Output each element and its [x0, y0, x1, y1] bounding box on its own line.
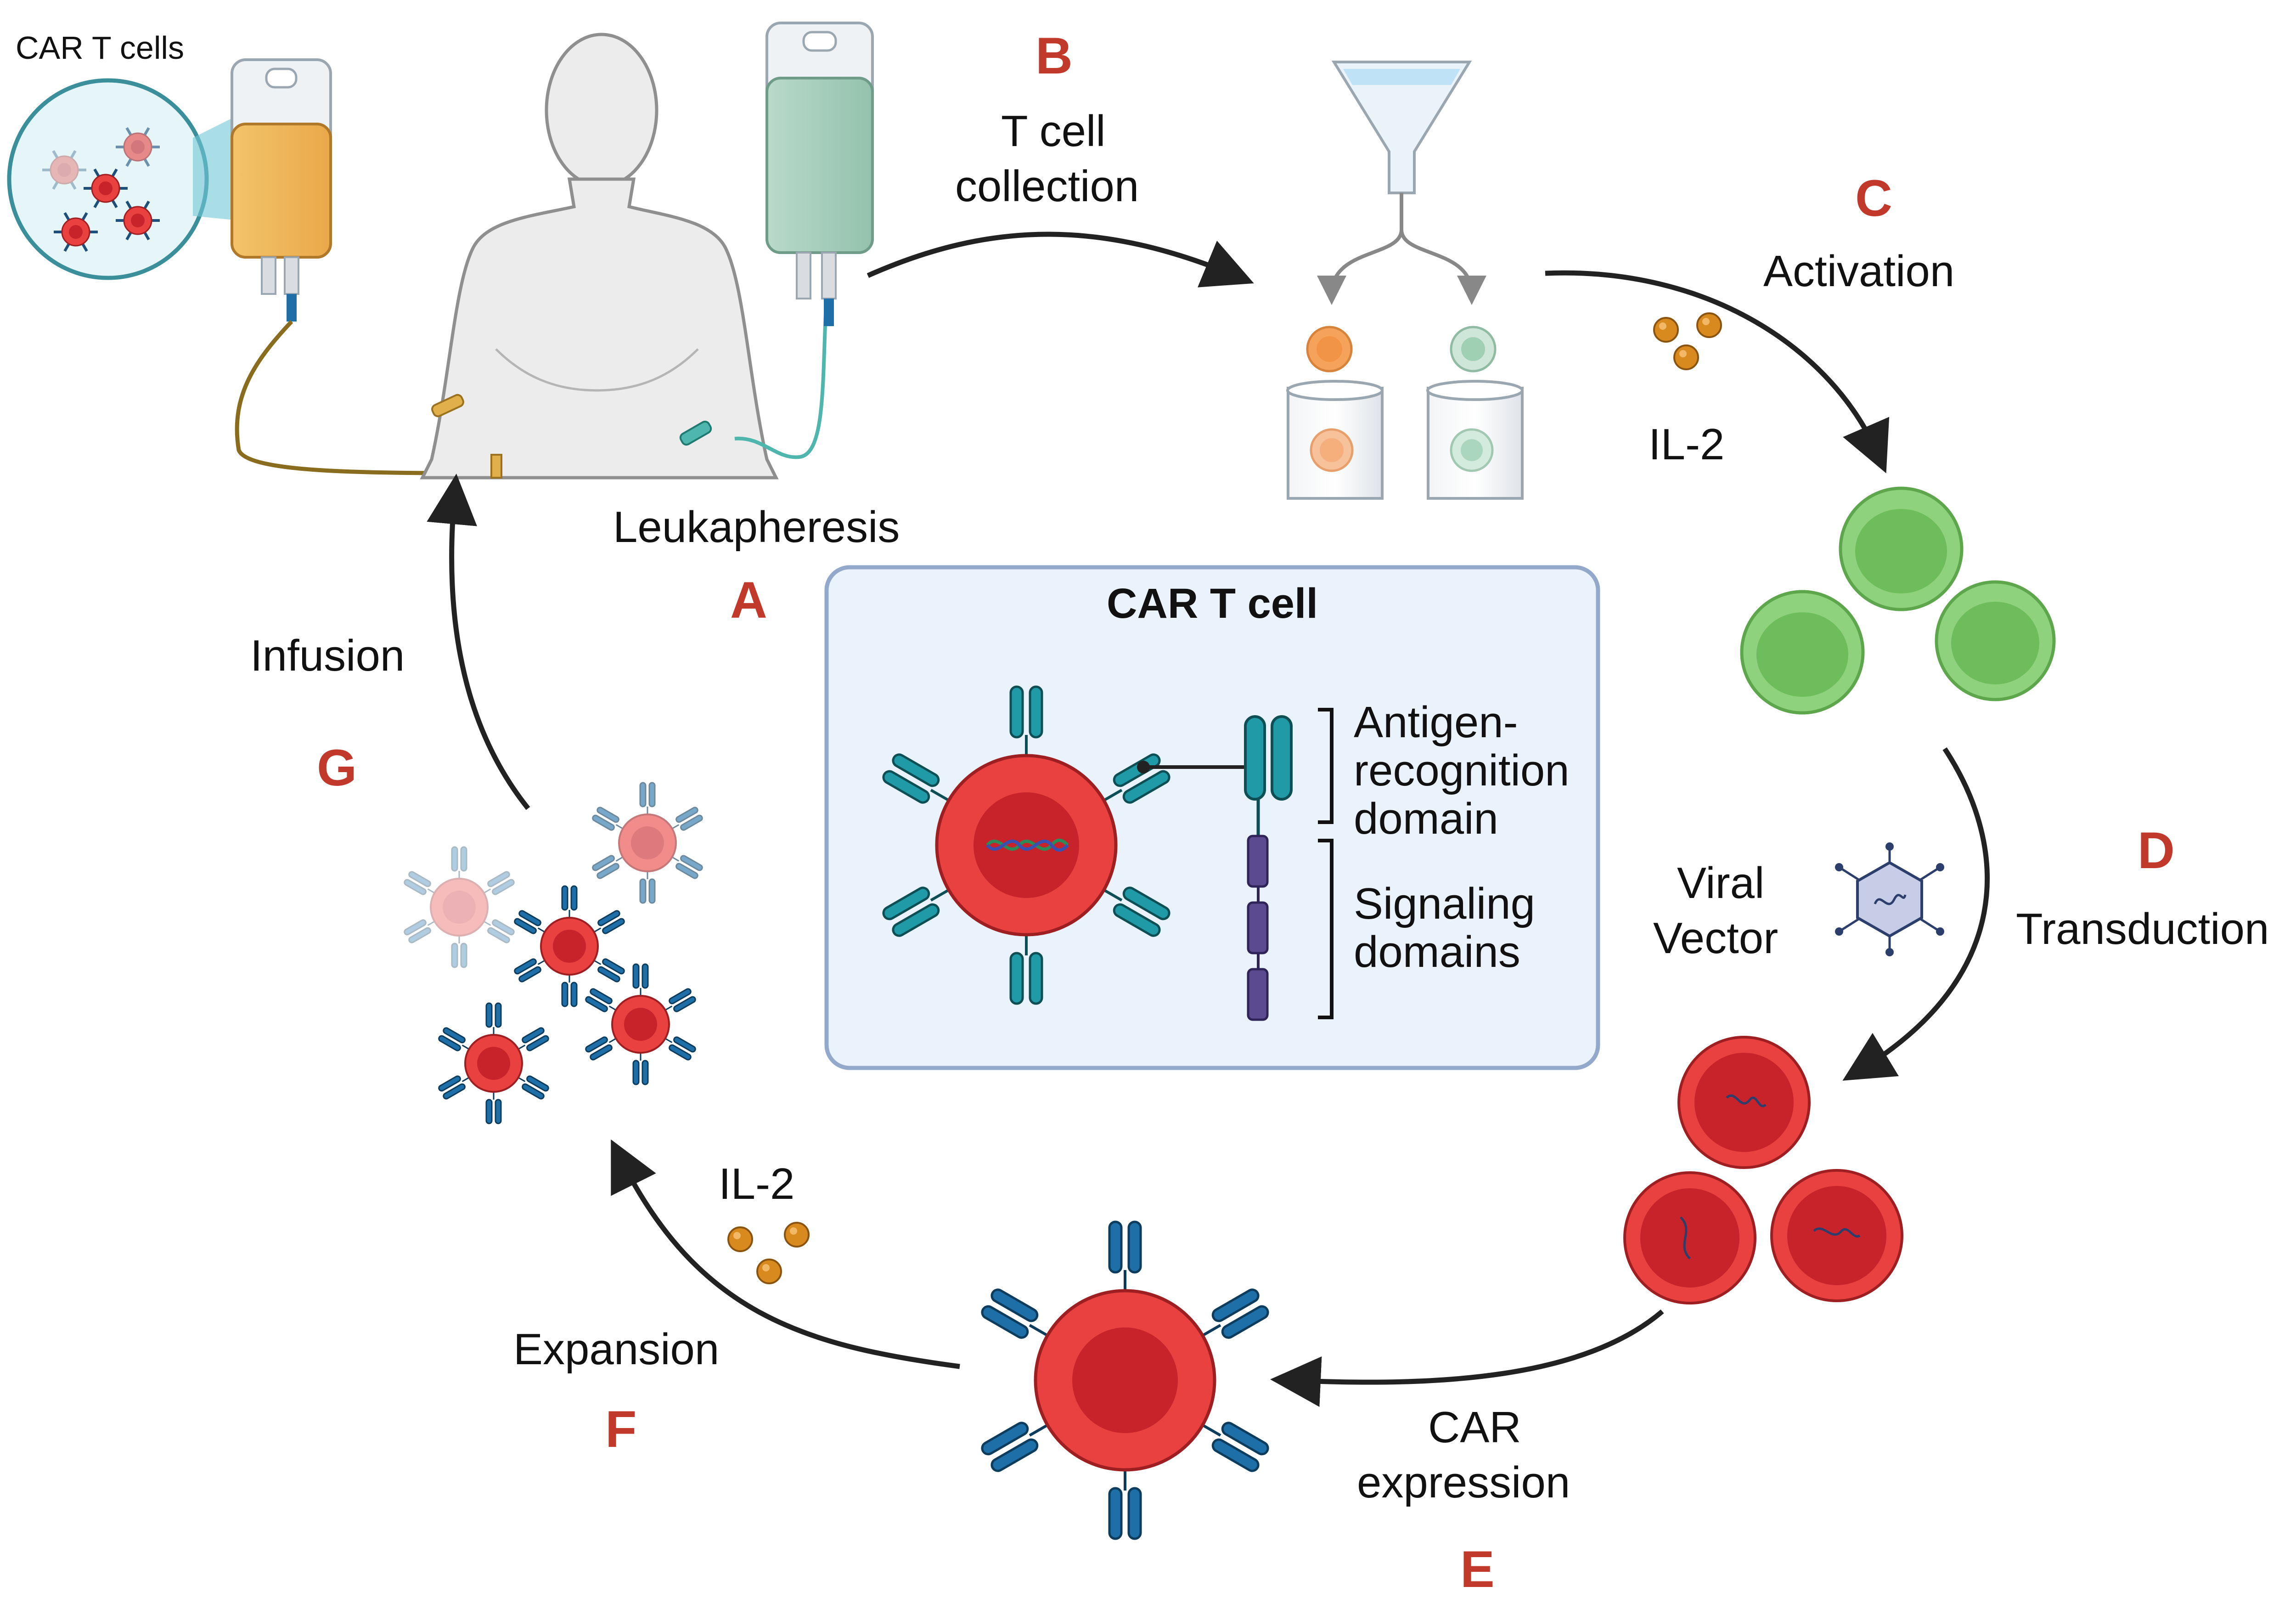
car-t-cell-inset: CAR T cell Ant [824, 565, 1600, 1070]
arrow-expansion [611, 1139, 960, 1369]
viral-vector-icon [1835, 842, 1944, 956]
il2-cluster-top [1653, 312, 1722, 370]
il2-bottom-label: IL-2 [719, 1159, 794, 1208]
car-expression-line2: expression [1357, 1458, 1570, 1507]
expansion-label: Expansion [513, 1325, 719, 1374]
activation-label: Activation [1763, 247, 1954, 296]
cell-sorting-funnel [1286, 61, 1524, 500]
arrow-car-expression [1270, 1309, 1664, 1407]
antigen-line3: domain [1354, 794, 1498, 843]
car-receptor-schematic [1244, 715, 1293, 1021]
arrow-activation [1545, 270, 1890, 474]
step-d-letter: D [2138, 822, 2175, 879]
signaling-line1: Signaling [1354, 879, 1535, 928]
antigen-bracket [1318, 708, 1334, 824]
step-g-letter: G [317, 739, 357, 796]
arrow-collection [867, 232, 1254, 288]
t-cell-collection-line2: collection [955, 162, 1139, 211]
antigen-line2: recognition [1354, 746, 1570, 795]
transduction-label: Transduction [2016, 904, 2269, 954]
activated-t-cells [1740, 486, 2056, 715]
transduced-t-cells [1623, 1036, 1903, 1304]
leukapheresis-label: Leukapheresis [613, 503, 900, 552]
viral-vector-line1: Viral [1677, 858, 1764, 908]
car-expression-line1: CAR [1428, 1403, 1521, 1452]
car-t-cells-bag: CAR T cells [7, 30, 487, 475]
patient-silhouette [420, 33, 828, 480]
arrow-transduction [1842, 747, 1990, 1081]
expanded-car-t-cells [404, 783, 703, 1124]
step-b-letter: B [1035, 27, 1073, 85]
infusion-label: Infusion [250, 631, 405, 680]
arrow-infusion [427, 474, 530, 810]
viral-vector-line2: Vector [1653, 914, 1778, 963]
il2-top-label: IL-2 [1649, 420, 1724, 469]
signaling-line2: domains [1354, 927, 1520, 977]
car-t-cells-bag-label: CAR T cells [16, 30, 184, 66]
inset-title: CAR T cell [1107, 580, 1318, 627]
il2-cluster-bottom [727, 1222, 810, 1284]
signaling-bracket [1318, 839, 1334, 1019]
t-cell-collection-line1: T cell [1001, 107, 1106, 156]
car-t-cell-structure [881, 687, 1171, 1004]
collection-bag [765, 22, 874, 326]
step-e-letter: E [1460, 1541, 1495, 1598]
step-f-letter: F [605, 1400, 636, 1458]
car-t-cell-expressed [980, 1222, 1270, 1539]
antigen-line1: Antigen- [1354, 698, 1518, 747]
step-a-letter: A [730, 571, 767, 629]
step-c-letter: C [1855, 169, 1892, 227]
dna-icon [986, 838, 1069, 851]
